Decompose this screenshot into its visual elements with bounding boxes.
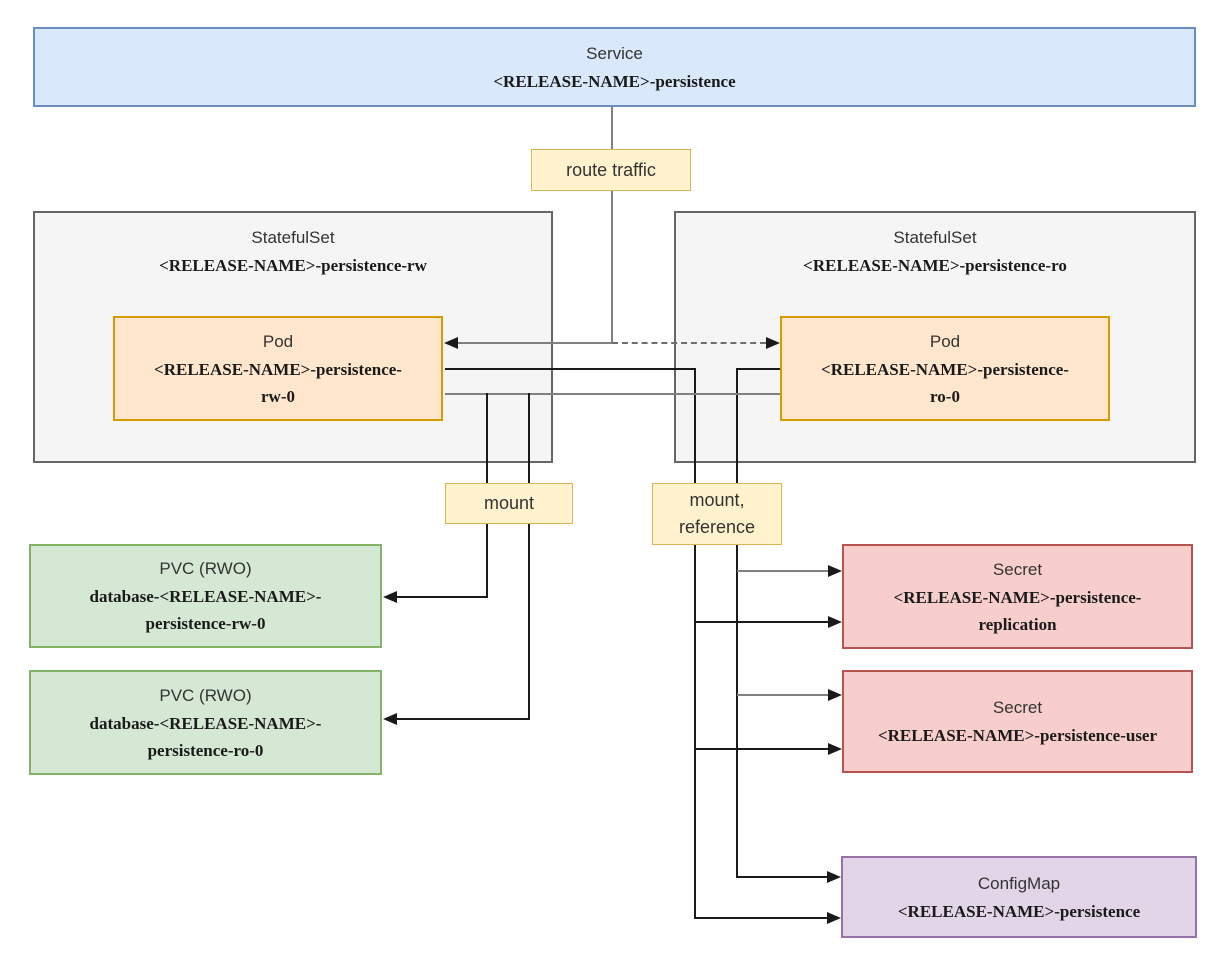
edge-label-mount-reference: mount, reference (652, 483, 782, 545)
pod-rw-name-line1: <RELEASE-NAME>-persistence- (154, 359, 402, 379)
edge-pod-rw-to-configmap (694, 917, 829, 919)
pvc-rw-type: PVC (RWO) (159, 559, 252, 578)
service-type: Service (586, 43, 643, 63)
statefulset-ro-type: StatefulSet (893, 228, 977, 247)
mount-reference-text-line2: reference (678, 517, 756, 537)
mount-reference-text-line1: mount, (689, 490, 745, 510)
edge-pod-ro-to-secret-user (737, 694, 830, 696)
arrowhead-into-configmap-top (827, 871, 841, 883)
edge-route-to-pod-rw (450, 342, 612, 344)
service-name: <RELEASE-NAME>-persistence (493, 71, 736, 91)
edge-label-route-traffic: route traffic (531, 149, 691, 191)
arrowhead-into-secret-user-bottom (828, 743, 842, 755)
arrowhead-into-secret-user-top (828, 689, 842, 701)
node-service: Service <RELEASE-NAME>-persistence (33, 27, 1196, 107)
edge-pod-ro-to-configmap (736, 876, 829, 878)
pvc-rw-name-line2: persistence-rw-0 (145, 614, 266, 633)
secret-replication-type: Secret (992, 559, 1043, 579)
mount-text: mount (483, 493, 535, 513)
arrowhead-into-pod-ro (766, 337, 780, 349)
edge-mount-to-pvc-ro (396, 718, 530, 720)
statefulset-ro-name: <RELEASE-NAME>-persistence-ro (803, 256, 1067, 275)
arrowhead-into-pod-rw (444, 337, 458, 349)
arrowhead-into-configmap-bottom (827, 912, 841, 924)
edge-pod-ro-bus-vertical (736, 368, 738, 878)
statefulset-rw-type: StatefulSet (251, 228, 335, 247)
pvc-ro-type: PVC (RWO) (159, 685, 252, 705)
edge-pods-mount-bus (445, 393, 780, 395)
edge-mount-vertical-ro (528, 393, 530, 719)
route-traffic-text: route traffic (566, 159, 656, 180)
arrowhead-into-pvc-ro (383, 713, 397, 725)
edge-pod-rw-out (445, 368, 696, 370)
statefulset-rw-name: <RELEASE-NAME>-persistence-rw (159, 256, 427, 275)
secret-replication-name-line2: replication (978, 614, 1057, 634)
edge-pod-ro-to-secret-replication (737, 570, 830, 572)
pod-rw-type: Pod (262, 331, 294, 351)
edge-pod-rw-to-secret-replication (694, 621, 830, 623)
arrowhead-into-secret-replication-top (828, 565, 842, 577)
node-configmap: ConfigMap <RELEASE-NAME>-persistence (841, 856, 1197, 938)
node-secret-user: Secret <RELEASE-NAME>-persistence-user (842, 670, 1193, 773)
pod-ro-name-line1: <RELEASE-NAME>-persistence- (821, 359, 1069, 379)
pod-rw-name-line2: rw-0 (261, 386, 295, 406)
edge-route-to-pod-ro-dashed (612, 342, 766, 344)
arrowhead-into-pvc-rw (383, 591, 397, 603)
node-pod-rw: Pod <RELEASE-NAME>-persistence- rw-0 (113, 316, 443, 421)
pod-ro-name-line2: ro-0 (930, 386, 960, 406)
secret-replication-name-line1: <RELEASE-NAME>-persistence- (893, 587, 1142, 607)
pvc-ro-name-line2: persistence-ro-0 (147, 740, 264, 760)
pod-ro-type: Pod (929, 331, 961, 351)
pvc-rw-name-line1: database-<RELEASE-NAME>- (89, 587, 322, 606)
edge-pod-rw-to-secret-user (694, 748, 830, 750)
secret-user-type: Secret (992, 698, 1043, 717)
arrowhead-into-secret-replication-bottom (828, 616, 842, 628)
edge-mount-to-pvc-rw (396, 596, 488, 598)
edge-service-routing-vertical (611, 107, 613, 343)
configmap-type: ConfigMap (977, 873, 1061, 893)
pvc-ro-name-line1: database-<RELEASE-NAME>- (89, 713, 322, 733)
node-pod-ro: Pod <RELEASE-NAME>-persistence- ro-0 (780, 316, 1110, 421)
node-pvc-ro: PVC (RWO) database-<RELEASE-NAME>- persi… (29, 670, 382, 775)
secret-user-name: <RELEASE-NAME>-persistence-user (877, 726, 1158, 745)
node-pvc-rw: PVC (RWO) database-<RELEASE-NAME>- persi… (29, 544, 382, 648)
node-secret-replication: Secret <RELEASE-NAME>-persistence- repli… (842, 544, 1193, 649)
edge-pod-rw-bus-vertical (694, 368, 696, 919)
edge-pod-ro-out (736, 368, 780, 370)
edge-label-mount: mount (445, 483, 573, 524)
configmap-name: <RELEASE-NAME>-persistence (897, 901, 1141, 921)
